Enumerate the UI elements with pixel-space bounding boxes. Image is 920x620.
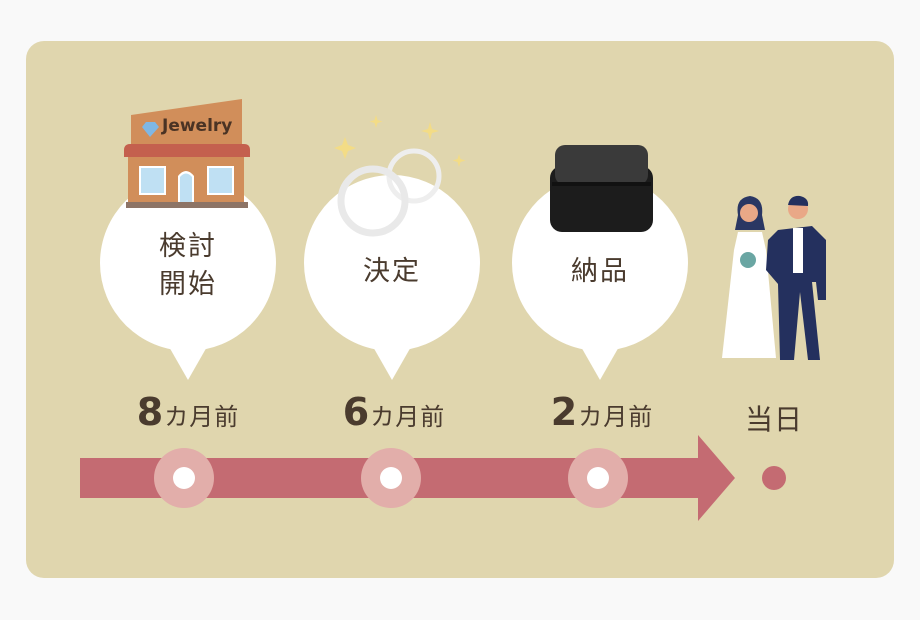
marker-8-months xyxy=(154,448,214,508)
time-num: 2 xyxy=(550,390,579,434)
time-unit: カ月前 xyxy=(164,403,240,431)
step-1-label: 検討 開始 xyxy=(138,228,238,304)
shop-sign-text: Jewelry xyxy=(162,116,233,136)
time-num: 8 xyxy=(136,390,165,434)
time-6-months: 6カ月前 xyxy=(314,390,474,434)
time-num: 6 xyxy=(342,390,371,434)
jewelry-shop-icon xyxy=(124,99,250,208)
marker-6-months xyxy=(361,448,421,508)
bride-and-groom-icon xyxy=(722,195,826,360)
marker-wedding-day xyxy=(762,466,786,490)
time-wedding-day: 当日 xyxy=(744,403,803,436)
ring-box-icon xyxy=(550,145,653,232)
time-2-months: 2カ月前 xyxy=(522,390,682,434)
step-3-label: 納品 xyxy=(571,256,629,287)
step-1-label-line1: 検討 xyxy=(159,231,217,262)
bubble-step-1 xyxy=(100,175,276,380)
time-8-months: 8カ月前 xyxy=(108,390,268,434)
marker-2-months xyxy=(568,448,628,508)
time-unit: カ月前 xyxy=(578,403,654,431)
step-2-label: 決定 xyxy=(363,256,421,287)
rings-icon xyxy=(334,115,466,237)
time-unit: カ月前 xyxy=(370,403,446,431)
step-1-label-line2: 開始 xyxy=(159,269,217,300)
